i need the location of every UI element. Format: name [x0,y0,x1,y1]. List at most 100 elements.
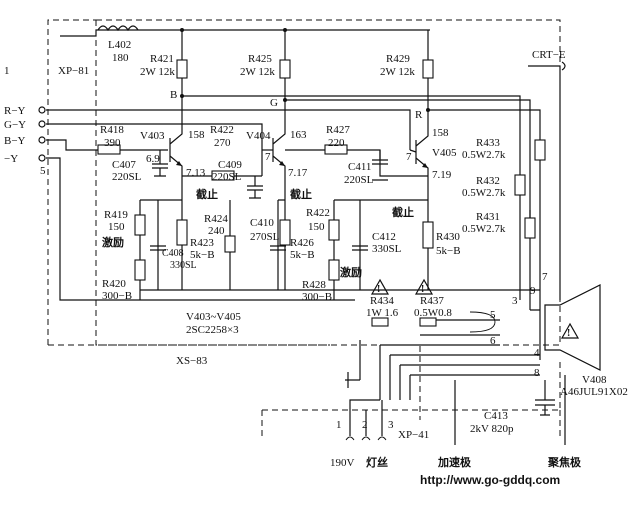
filament-loop [469,311,496,333]
r422a-label: R422 [210,124,234,136]
crt-e-hook [561,61,566,71]
accel-focus-lines [454,375,566,445]
v404-base-v: 7 [265,151,271,163]
v404-transistor [272,100,286,200]
emitter-link [182,150,263,177]
r434-label: R434 [370,295,394,307]
r431-value: 0.5W2.7k [462,223,506,235]
input-g-pin [38,120,46,128]
r422b-value: 150 [308,221,325,233]
r-output-line [427,109,541,140]
board-outline [47,19,561,420]
c410-label: C410 [250,217,274,229]
c409-value: 220SL [212,171,242,183]
warning-mark-3: ! [567,328,570,339]
r424-value: 240 [208,225,225,237]
r425-body [279,59,291,79]
warning-triangle-1 [370,278,390,295]
c407-value: 220SL [112,171,142,183]
r423-value: 5k−B [190,249,215,261]
node-r [426,108,430,112]
g-output-line [285,99,531,310]
v403-collector-v: 158 [188,129,205,141]
transistor-note-2: 2SC2258×3 [186,324,239,336]
r424-label: R424 [204,213,228,225]
v405-label: V405 [432,147,457,159]
v403-transistor [169,110,183,200]
r428-value: 300−B [302,291,332,303]
input-label-g: G−Y [4,119,26,131]
r420-body [134,259,146,281]
r423-body [176,219,188,246]
input-label-r: R−Y [4,105,26,117]
xp41-pin3: 3 [388,419,394,431]
watermark-url: http://www.go-gddq.com [420,473,560,487]
c407-cap [152,150,168,177]
v404-label: V404 [246,130,271,142]
emitter-network [139,199,440,300]
r426-body [279,219,291,246]
c409-label: C409 [218,159,242,171]
c413-value: 2kV 820p [470,423,514,435]
crt-tube [544,284,601,371]
v403-label: V403 [140,130,165,142]
emitter-link-2 [285,149,428,177]
r427-value: 220 [328,137,345,149]
pin-7: 7 [542,271,548,283]
junction [180,28,184,32]
accel-label: 加速极 [437,455,472,469]
xp81-label: XP−81 [58,65,89,77]
r430-value: 5k−B [436,245,461,257]
r432-value: 0.5W2.7k [462,187,506,199]
v404-emitter-v: 7.17 [288,167,308,179]
pin-6: 6 [490,335,496,347]
r432-body [514,174,526,196]
r425-label: R425 [248,53,272,65]
c407-label: C407 [112,159,136,171]
node-g-label: G [270,97,278,109]
xp41-pin2: 2 [362,419,368,431]
r420-value: 300−B [102,290,132,302]
v190-label: 190V [330,457,355,469]
c408-value: 330SL [170,260,197,271]
c411-label: C411 [348,161,371,173]
r422b-body [328,219,340,241]
drive-label-1: 激励 [102,235,124,249]
node-b-label: B [170,89,177,101]
c410-cap [270,245,286,251]
r421-value: 2W 12k [140,66,175,78]
input-g-line [46,123,263,150]
r425-value: 2W 12k [240,66,275,78]
r433-body [534,139,546,161]
c411-cap [372,150,388,181]
v405-base-v: 7 [406,151,412,163]
transistor-note-1: V403~V405 [186,311,241,323]
cutoff-label-2: 截止 [290,187,312,201]
input-b-line [46,139,98,151]
r434-value: 1W 1.6 [366,307,399,319]
v408-value: A46JUL91X02 [560,386,628,398]
r421-body [176,59,188,79]
junction [283,28,287,32]
crt-pin-wiring [345,270,541,400]
warning-mark-2: ! [421,284,424,295]
c411-value: 220SL [344,174,374,186]
r426-value: 5k−B [290,249,315,261]
r426-label: R426 [290,237,314,249]
input-label-y: −Y [4,153,18,165]
supply-drops [181,30,429,110]
l402-value: 180 [112,52,129,64]
xp41-upper [349,399,383,420]
xp41-label: XP−41 [398,429,429,441]
r419-label: R419 [104,209,128,221]
xp41-leads [349,420,383,436]
b-output-line [181,95,521,300]
input-y-line [46,157,355,301]
r428-label: R428 [302,279,326,291]
r429-value: 2W 12k [380,66,415,78]
warning-mark-1: ! [377,284,380,295]
v403-emitter-v: 7.13 [186,167,206,179]
r419-body [134,214,146,236]
